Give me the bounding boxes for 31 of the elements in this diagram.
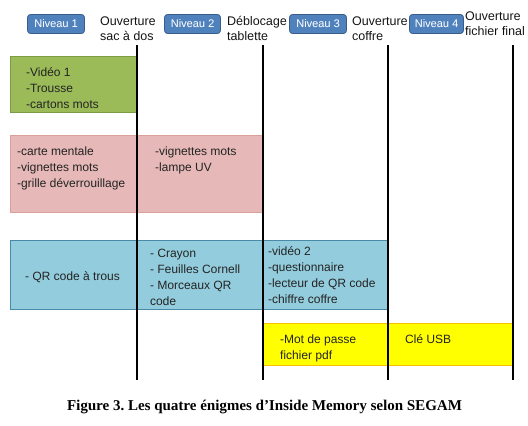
- resource-item: -lampe UV: [155, 159, 213, 175]
- resource-item: -cartons mots: [26, 96, 100, 112]
- resource-item: - Crayon: [150, 245, 198, 261]
- resource-item: -lecteur de QR code: [268, 275, 376, 291]
- milestone-label: Déblocage tablette: [227, 14, 288, 44]
- resource-item: -vignettes mots: [17, 159, 100, 175]
- resource-item: -chiffre coffre: [268, 291, 339, 307]
- resource-item: Clé USB: [405, 331, 452, 347]
- resource-item: -grille déverrouillage: [17, 175, 126, 191]
- level-tag: Niveau 1: [27, 14, 85, 34]
- resource-item: - Feuilles Cornell: [150, 261, 242, 277]
- level-tag: Niveau 3: [289, 14, 347, 34]
- figure-caption: Figure 3. Les quatre énigmes d’Inside Memory selon SEGAM: [67, 397, 462, 415]
- milestone-label: Ouverture fichier final: [465, 9, 526, 39]
- resource-item: -questionnaire: [268, 259, 346, 275]
- resource-item: -Vidéo 1: [26, 64, 72, 80]
- resource-band: [10, 240, 388, 310]
- resource-band: [263, 323, 513, 366]
- resource-item: -Trousse: [26, 80, 74, 96]
- resource-item: -carte mentale: [17, 143, 95, 159]
- resource-item: -vignettes mots: [155, 143, 238, 159]
- level-tag: Niveau 2: [164, 14, 221, 34]
- resource-item: - Morceaux QR code: [150, 277, 232, 309]
- resource-band: [10, 135, 263, 213]
- resource-band: [10, 56, 137, 113]
- resource-item: - QR code à trous: [25, 268, 121, 284]
- milestone-label: Ouverture coffre: [352, 14, 409, 44]
- milestone-label: Ouverture sac à dos: [100, 14, 157, 44]
- resource-item: -Mot de passe fichier pdf: [280, 331, 358, 363]
- level-tag: Niveau 4: [409, 14, 464, 34]
- resource-item: -vidéo 2: [268, 243, 312, 259]
